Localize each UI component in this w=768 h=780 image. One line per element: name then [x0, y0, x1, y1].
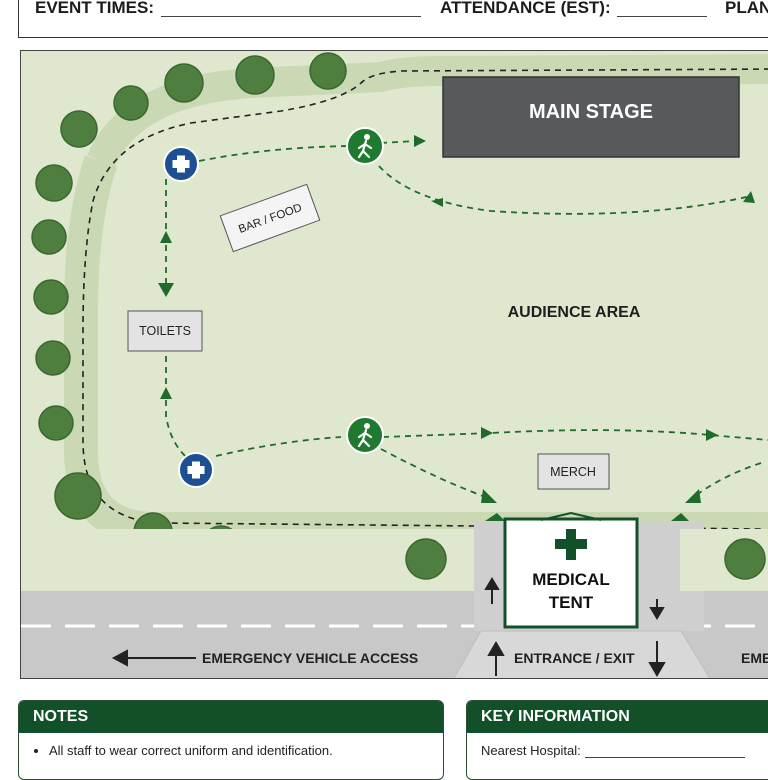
grass-strip-left: [21, 529, 474, 591]
site-boundary: [82, 68, 768, 530]
event-site-map: MAIN STAGE AUDIENCE AREA BAR / FOOD TOIL…: [20, 50, 768, 679]
arrow-icon: [485, 513, 505, 521]
medical-cross-icon: [555, 529, 587, 560]
attendance-field[interactable]: [617, 16, 707, 17]
tree-icon: [35, 164, 73, 202]
arrow-icon: [414, 135, 426, 147]
perimeter-path: [64, 155, 768, 546]
event-times-field[interactable]: [161, 16, 421, 17]
route-to-stage: [380, 140, 417, 144]
arrow-icon: [160, 231, 172, 243]
tree-icon: [113, 85, 149, 121]
route-vertical-lower: [165, 356, 192, 462]
nearest-hospital-label: Nearest Hospital:: [481, 743, 581, 758]
notes-item: All staff to wear correct uniform and id…: [49, 743, 429, 758]
plan-label: PLAN: [725, 0, 768, 17]
tree-icon: [724, 538, 766, 580]
site-plan-drawing: MAIN STAGE AUDIENCE AREA BAR / FOOD TOIL…: [21, 51, 768, 678]
tree-icon: [33, 279, 69, 315]
arrow-icon-group: [158, 135, 755, 521]
audience-area-label: AUDIENCE AREA: [508, 304, 641, 321]
notes-panel: NOTES All staff to wear correct uniform …: [18, 700, 444, 780]
arrow-icon: [706, 429, 718, 441]
event-times-label: EVENT TIMES:: [35, 0, 155, 17]
merch-box: [537, 453, 610, 490]
notes-list: All staff to wear correct uniform and id…: [33, 743, 429, 758]
nearest-hospital-field[interactable]: [584, 745, 745, 758]
route-loop-stage: [378, 165, 752, 215]
tree-icon: [38, 405, 74, 441]
tree-icon: [235, 55, 275, 95]
arrow-icon: [671, 513, 689, 521]
medical-tent: MEDICAL TENT: [503, 511, 639, 629]
tree-icon: [54, 472, 102, 520]
arrow-icon: [648, 662, 666, 677]
attendance-label: ATTENDANCE (EST):: [440, 0, 611, 17]
arrow-icon: [111, 649, 128, 667]
route-lower-left: [215, 436, 342, 457]
toilets-label: TOILETS: [139, 324, 191, 338]
key-information-panel: KEY INFORMATION Nearest Hospital:: [466, 700, 768, 780]
notes-title: NOTES: [19, 701, 443, 733]
bar-food-box: BAR / FOOD: [219, 183, 321, 253]
tree-icon: [31, 219, 67, 255]
pedestrian-icon: [346, 416, 384, 454]
arrow-icon: [484, 577, 500, 590]
main-stage: [442, 76, 740, 158]
route-to-medical-left: [380, 448, 492, 500]
main-stage-label: MAIN STAGE: [529, 101, 653, 123]
entrance-apron: [453, 630, 711, 678]
toilets-box: [127, 310, 203, 352]
medical-tent-label-line1: MEDICAL: [532, 570, 609, 589]
tree-icon: [405, 538, 447, 580]
medical-tent-label-line2: TENT: [549, 593, 594, 612]
arrow-icon: [481, 427, 493, 439]
first-aid-icon: [178, 452, 214, 488]
merch-label: MERCH: [550, 465, 596, 479]
tree-icon: [35, 340, 71, 376]
emergency-access-label: EMERGENCY VEHICLE ACCESS: [202, 650, 418, 666]
arrow-icon: [743, 191, 755, 203]
pedestrian-icon: [346, 127, 384, 165]
arrow-icon: [158, 283, 174, 297]
header-bar: EVENT TIMES: ATTENDANCE (EST): PLAN: [18, 0, 768, 38]
arrow-icon: [431, 198, 443, 207]
arrow-icon: [160, 387, 172, 399]
route-lower-right: [382, 429, 768, 441]
emergency-access-label-right: EME: [741, 650, 768, 666]
arrow-icon: [685, 489, 701, 503]
tree-icon: [60, 110, 98, 148]
key-information-title: KEY INFORMATION: [467, 701, 768, 733]
first-aid-icon: [163, 146, 199, 182]
route-upper: [198, 145, 352, 162]
arrow-icon: [487, 641, 505, 656]
entrance-exit-label: ENTRANCE / EXIT: [514, 650, 635, 666]
arrow-icon: [649, 607, 665, 620]
tree-icon: [309, 52, 347, 90]
arrow-icon: [481, 489, 497, 503]
tree-icon: [164, 63, 204, 103]
traffic-arrows: [111, 577, 666, 677]
